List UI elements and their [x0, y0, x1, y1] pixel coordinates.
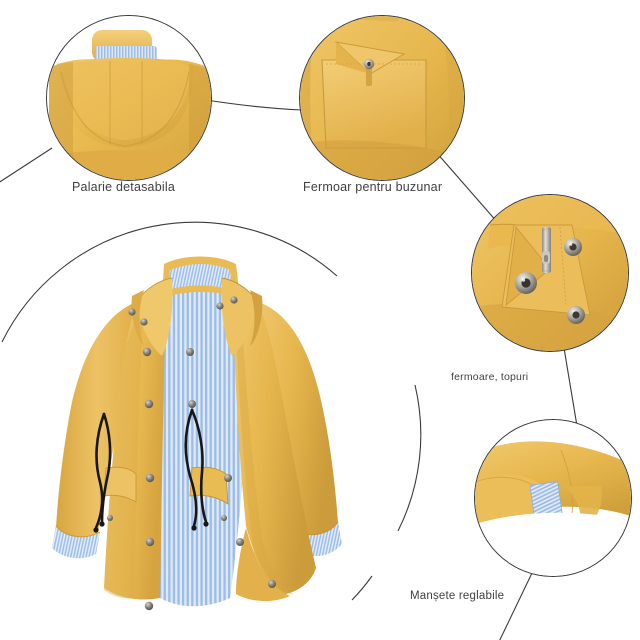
hero-main-arc-right [397, 384, 422, 532]
pocket-snap-right [221, 515, 227, 521]
hood-detail-illustration [47, 16, 211, 180]
main-jacket-photo[interactable] [44, 246, 356, 640]
caption-hood: Palarie detasabila [72, 180, 175, 194]
callout-circle-cuffs[interactable] [474, 419, 632, 577]
jacket-front-view [52, 256, 342, 611]
caption-cuffs: Manșete reglabile [410, 590, 505, 602]
connector-hood-to-left-edge [0, 147, 53, 183]
caption-pocket-zip: Fermoar pentru buzunar [303, 180, 443, 194]
callout-circle-hood[interactable] [46, 15, 212, 181]
callout-circle-pocket-zip[interactable] [299, 15, 465, 181]
callout-circle-zips-snaps[interactable] [471, 194, 629, 352]
shoulder-snap-group [128, 296, 238, 326]
facing-snap-group [186, 348, 276, 588]
connector-cuffs-to-bottom [499, 572, 533, 640]
connector-hood-to-pocket [205, 99, 303, 111]
pocket-snap-left [107, 515, 113, 521]
pocket-zipper-illustration [300, 16, 464, 180]
front-snap-group [142, 347, 155, 611]
zipper-snaps-illustration [472, 195, 628, 351]
connector-pocket-to-zips [435, 151, 499, 224]
cuff-detail-illustration [475, 420, 631, 576]
caption-zips-snaps: fermoare, topuri [451, 371, 529, 383]
